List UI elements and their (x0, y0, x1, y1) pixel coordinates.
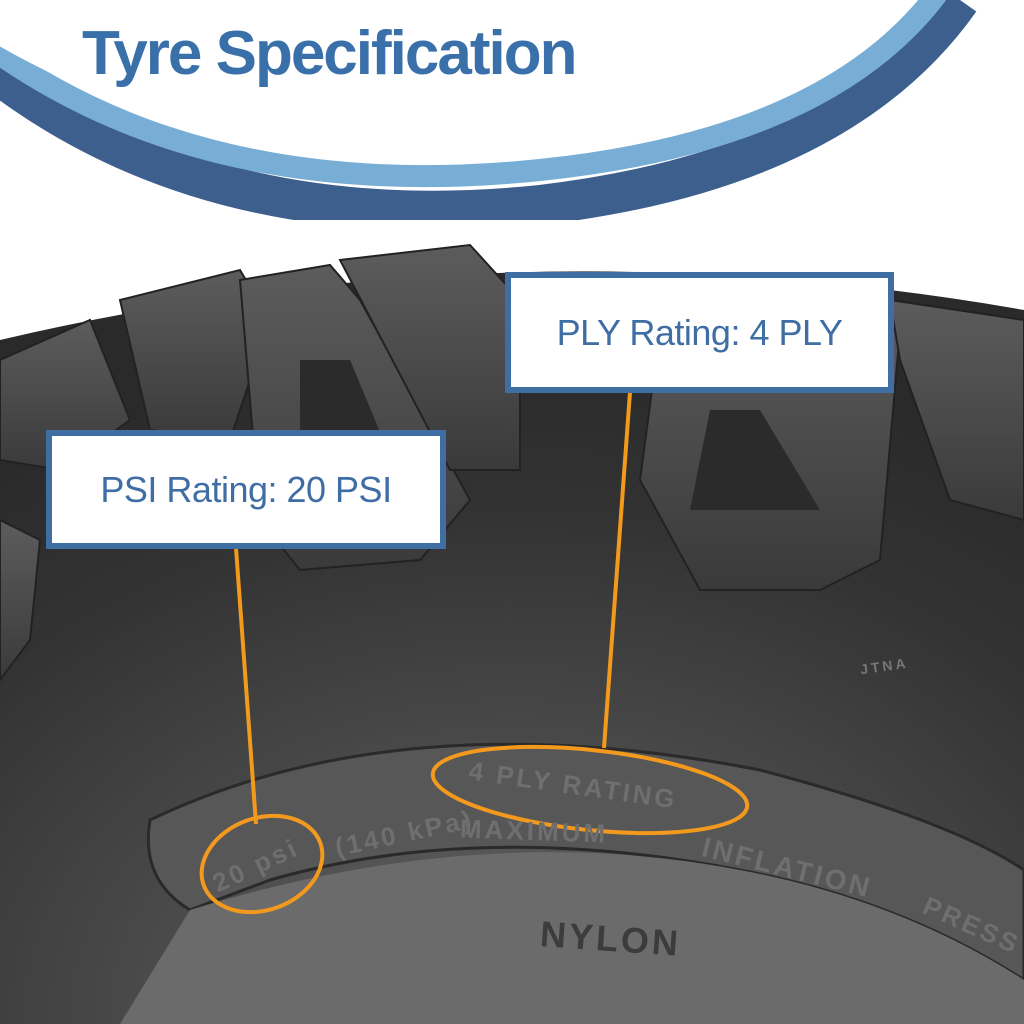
ply-rating-callout: PLY Rating: 4 PLY (505, 272, 894, 393)
psi-rating-label: PSI Rating: 20 PSI (100, 468, 392, 510)
psi-rating-callout: PSI Rating: 20 PSI (46, 430, 446, 549)
ply-rating-label: PLY Rating: 4 PLY (556, 311, 843, 353)
page-title: Tyre Specification (82, 19, 577, 88)
header-arc (0, 0, 977, 220)
sidewall-maximum-text: MAXIMUM (459, 813, 609, 849)
